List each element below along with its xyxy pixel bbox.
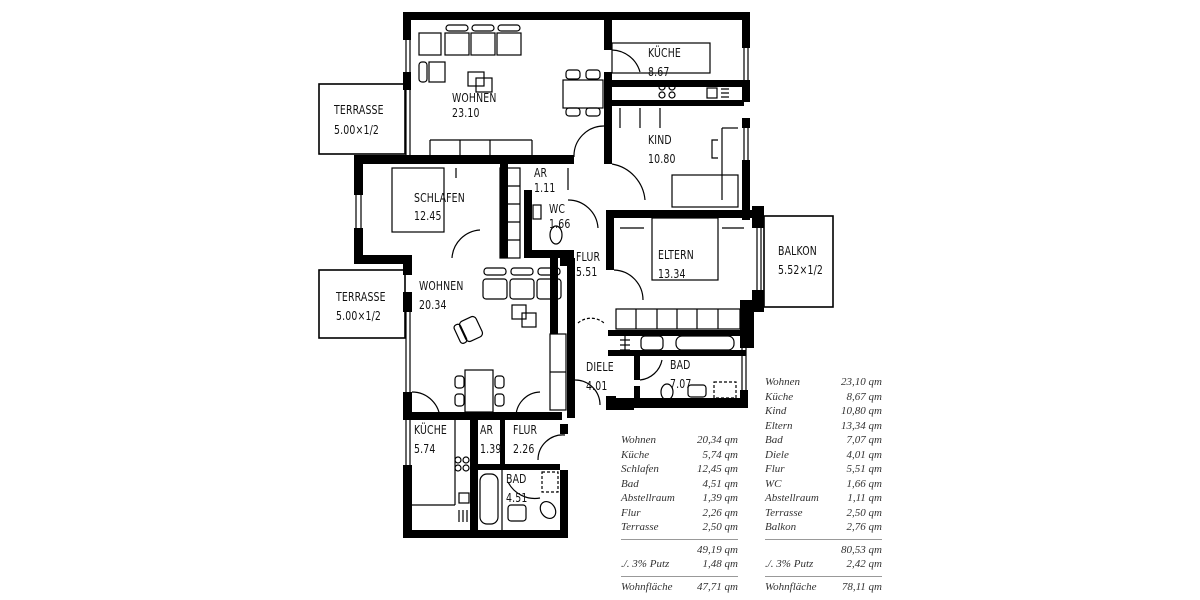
room-label-kueche-lower: KÜCHE 5.74 [414, 423, 448, 456]
divider [621, 538, 738, 540]
room-label-flur-lower: FLUR 2.26 [513, 423, 538, 456]
room-label-bad-lower: BAD 4.51 [506, 472, 528, 505]
room-label-flur-upper: FLUR 5.51 [576, 250, 601, 279]
room-label-wohnen-lower: WOHNEN 20.34 [419, 279, 464, 312]
room-label-wohnen-upper: WOHNEN 23.10 [452, 91, 497, 120]
room-label-terrasse-lower: TERRASSE 5.00×1/2 [336, 290, 386, 323]
room-label-kind: KIND 10.80 [648, 133, 676, 166]
room-label-wc: WC 1.66 [549, 202, 571, 231]
divider [765, 575, 882, 577]
room-label-ar-upper: AR 1.11 [534, 166, 556, 195]
balkon-outline [763, 215, 834, 308]
terrasse-upper-outline [318, 83, 406, 155]
divider [621, 575, 738, 577]
divider [765, 538, 882, 540]
room-label-ar-lower: AR 1.39 [480, 423, 502, 456]
room-label-diele: DIELE 4.01 [586, 360, 614, 393]
subtotal-row: 80,53 qm [841, 543, 882, 556]
room-label-bad-upper: BAD 7.07 [670, 358, 692, 391]
room-label-terrasse-upper: TERRASSE 5.00×1/2 [334, 103, 384, 137]
room-label-balkon: BALKON 5.52×1/2 [778, 244, 823, 277]
room-label-schlafen: SCHLAFEN 12.45 [414, 191, 465, 223]
room-label-kueche-upper: KÜCHE 8.67 [648, 46, 682, 79]
room-label-eltern: ELTERN 13.34 [658, 248, 694, 281]
subtotal-row: 49,19 qm [697, 543, 738, 556]
